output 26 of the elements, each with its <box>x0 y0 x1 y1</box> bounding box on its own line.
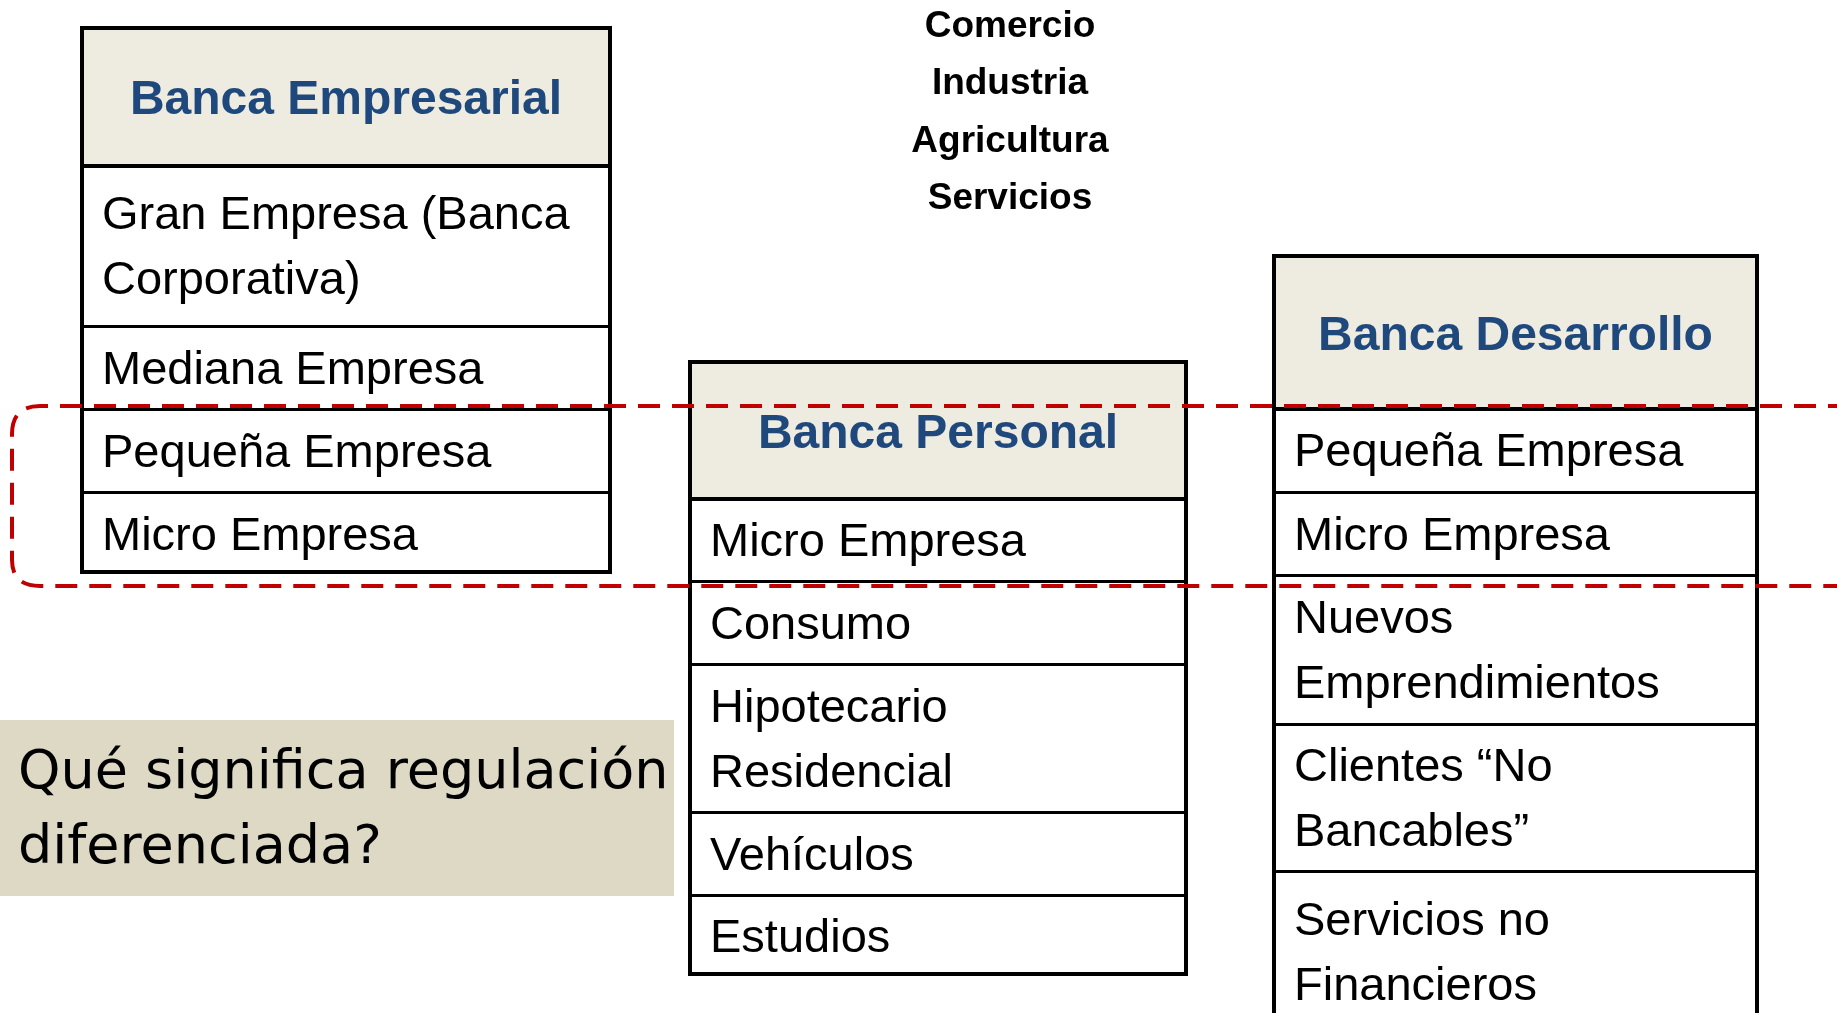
row-text: Nuevos Emprendimientos <box>1294 589 1661 710</box>
table-heading: Banca Desarrollo <box>1318 305 1713 361</box>
question-text: Qué significa regulación diferenciada? <box>18 737 670 878</box>
row-text: Micro Empresa <box>710 511 1026 568</box>
sector-label: Comercio <box>924 4 1096 46</box>
row-text: Hipotecario Residencial <box>710 677 954 799</box>
row-text: Micro Empresa <box>1294 505 1610 562</box>
sector-label: Agricultura <box>911 119 1109 161</box>
row-text: Vehículos <box>710 825 914 882</box>
row-text: Pequeña Empresa <box>102 422 492 479</box>
table-heading: Banca Empresarial <box>129 70 563 125</box>
question-panel <box>0 720 674 896</box>
row-text: Micro Empresa <box>102 505 418 562</box>
table-heading: Banca Personal <box>757 403 1119 459</box>
table-panel <box>80 26 612 574</box>
row-text: Consumo <box>710 594 912 651</box>
table-panel <box>688 360 1188 976</box>
sector-label: Industria <box>931 61 1089 103</box>
row-text: Servicios no Financieros <box>1294 890 1551 1012</box>
row-text: Estudios <box>710 908 891 965</box>
row-text: Clientes “No Bancables” <box>1294 737 1554 858</box>
row-text: Mediana Empresa <box>102 339 484 396</box>
row-text: Pequeña Empresa <box>1294 422 1684 479</box>
row-text: Gran Empresa (Banca Corporativa) <box>102 185 571 306</box>
sector-label: Servicios <box>927 176 1093 218</box>
table-panel <box>1272 254 1759 1013</box>
